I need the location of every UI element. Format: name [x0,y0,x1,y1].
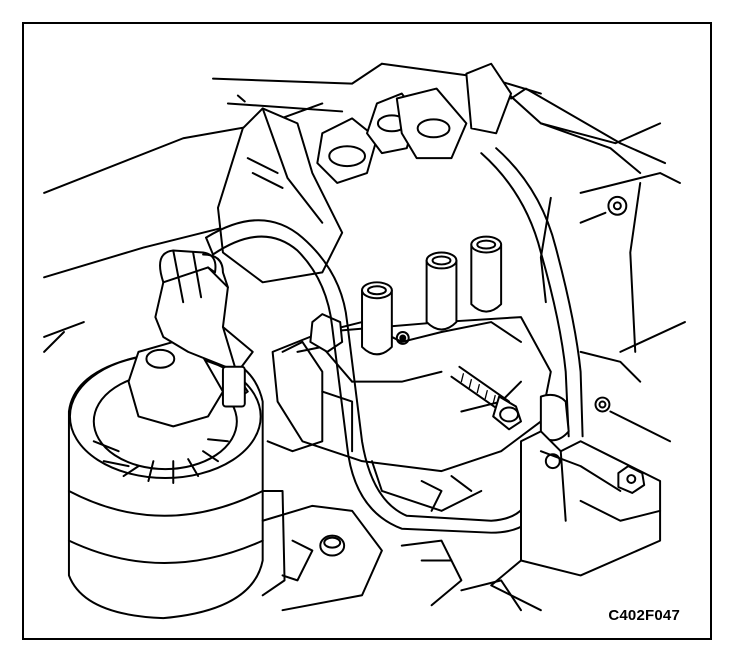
egr-valve-assembly [67,340,324,620]
egr-connector [154,249,254,408]
lower-structure [261,504,522,612]
figure-code: C402F047 [608,607,680,624]
ignition-coil-boots [316,62,513,184]
mounting-bolt [450,365,522,431]
right-bracket [490,396,662,612]
upper-right-stud [579,195,628,224]
engine-illustration [43,62,686,620]
vacuum-hose [480,147,584,442]
illustration-frame: C402F047 [22,22,712,640]
background-engine-structure [43,62,686,443]
plug-towers [309,235,503,356]
egr-tube [205,219,544,534]
